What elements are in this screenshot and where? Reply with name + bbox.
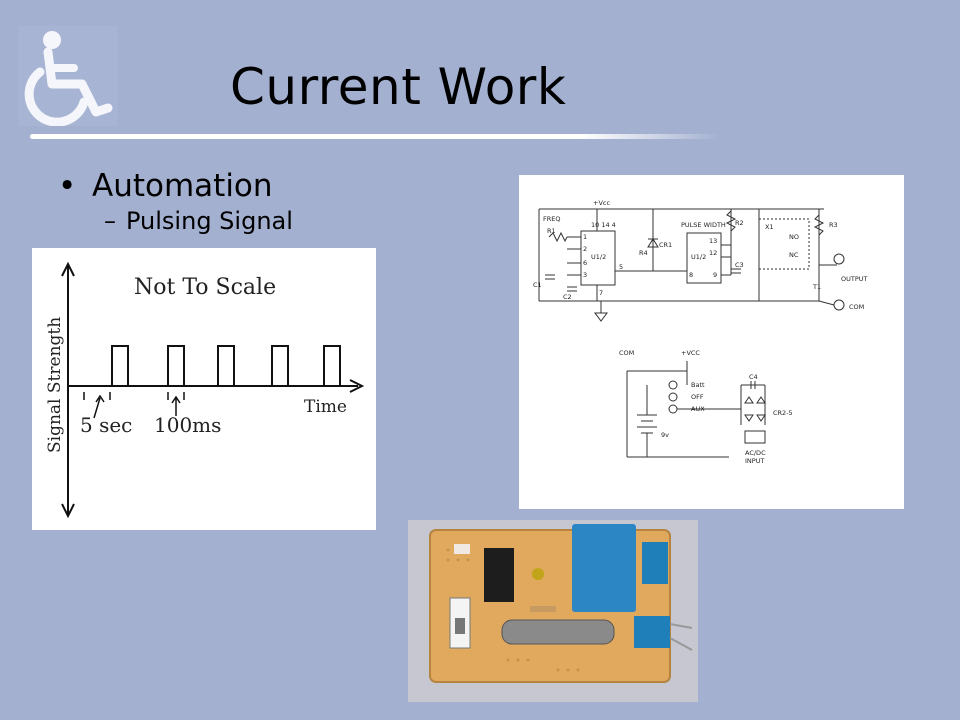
pulse-width-label: 100ms	[154, 413, 221, 437]
label-vcc2: +VCC	[681, 349, 700, 357]
label-pin5: 5	[619, 263, 623, 271]
label-freq: FREQ	[543, 215, 560, 223]
gap-arrow	[93, 394, 105, 419]
bullet-marker: –	[104, 207, 116, 235]
ic-chip	[484, 548, 514, 602]
label-r2: R2	[735, 219, 744, 227]
label-nc: NC	[789, 251, 799, 259]
label-vcc: +Vcc	[593, 199, 610, 207]
y-axis-arrow-bottom	[61, 503, 75, 519]
label-cr1: CR1	[659, 241, 672, 249]
label-c1: C1	[533, 281, 542, 289]
label-pin2: 2	[583, 245, 587, 253]
label-pin9: 9	[713, 271, 717, 279]
label-c3: C3	[735, 261, 744, 269]
label-battery: 9v	[661, 431, 669, 439]
label-r1: R1	[547, 227, 556, 235]
terminal-block	[634, 616, 670, 648]
relay	[572, 524, 636, 612]
pulse-width-arrow	[171, 395, 181, 416]
y-axis-arrow-top	[61, 261, 75, 277]
battery-holder	[501, 619, 615, 645]
label-pin6: 6	[583, 259, 587, 267]
circuit-board-photo	[408, 520, 698, 702]
label-off: OFF	[691, 393, 704, 401]
pulse	[217, 345, 235, 386]
pulse-diagram: Not To Scale Signal Strength Time 5 sec …	[32, 248, 376, 530]
gap-label: 5 sec	[80, 413, 132, 437]
terminal-block	[642, 542, 668, 584]
bullet-automation: • Automation	[58, 168, 273, 204]
label-com: COM	[849, 303, 864, 311]
label-pin12: 12	[709, 249, 717, 257]
label-com2: COM	[619, 349, 634, 357]
y-axis-label: Signal Strength	[45, 317, 65, 453]
label-u1b: U1/2	[691, 253, 706, 261]
label-pin8: 8	[689, 271, 693, 279]
label-aux: AUX	[691, 405, 705, 413]
label-c2: C2	[563, 293, 572, 301]
label-r3: R3	[829, 221, 838, 229]
label-acdc: AC/DC	[745, 449, 766, 457]
label-input: INPUT	[745, 457, 764, 465]
circuit-schematic: +Vcc FREQ R1 C1 C2 10 14 4 U1/2 1 2 6 3 …	[519, 175, 904, 509]
label-pin13: 13	[709, 237, 717, 245]
label-pin7: 7	[599, 289, 603, 297]
label-t1: T1	[812, 283, 821, 291]
capacitor	[532, 568, 544, 580]
x-axis-label: Time	[304, 397, 347, 417]
title-divider	[30, 134, 720, 139]
pulse	[111, 345, 129, 386]
label-x1: X1	[765, 223, 774, 231]
label-batt: Batt	[691, 381, 705, 389]
label-u1a: U1/2	[591, 253, 606, 261]
label-pin1: 1	[583, 233, 587, 241]
label-no: NO	[789, 233, 799, 241]
pulse	[271, 345, 289, 386]
pulse	[167, 345, 185, 386]
pulse-train	[111, 345, 341, 386]
bullet-marker: •	[58, 168, 77, 204]
x-axis-arrow	[349, 379, 365, 393]
label-cr2: CR2-5	[773, 409, 793, 417]
label-pins: 10 14 4	[591, 221, 616, 229]
label-c4: C4	[749, 373, 758, 381]
page-title: Current Work	[230, 58, 567, 116]
label-r4: R4	[639, 249, 648, 257]
pulse	[323, 345, 341, 386]
label-pin3: 3	[583, 271, 587, 279]
bullet-text: Automation	[92, 168, 273, 204]
label-pulse-width: PULSE WIDTH	[681, 221, 726, 229]
label-output: OUTPUT	[841, 275, 868, 283]
diagram-title: Not To Scale	[134, 275, 276, 300]
bullet-text: Pulsing Signal	[126, 207, 293, 235]
wheelchair-icon	[18, 26, 118, 127]
bullet-pulsing-signal: –Pulsing Signal	[104, 207, 293, 235]
